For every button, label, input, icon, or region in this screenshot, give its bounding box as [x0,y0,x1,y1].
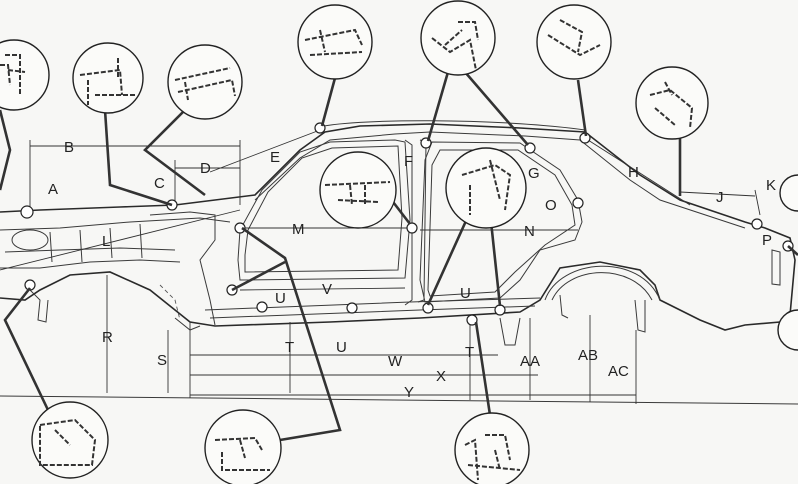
detail-bubble-right-top [779,174,798,212]
detail-bubble-f-g [420,0,496,76]
detail-bubble-m [319,151,397,229]
point-a [20,205,34,219]
label-u2: U [336,339,347,356]
label-t2: T [465,344,474,361]
detail-bubble-right-bottom [777,309,798,351]
label-s: S [157,352,167,369]
label-u1: U [275,290,286,307]
dimension-lines [0,129,761,404]
label-r: R [102,329,113,346]
leader-lines [0,71,798,442]
label-c: C [154,175,165,192]
car-body [0,120,796,346]
dimension-labels: A B C D E F G H J K L M N O P R S T T U … [48,139,776,401]
label-ab: AB [578,347,598,364]
label-f: F [404,153,413,170]
label-u3: U [460,285,471,302]
label-w: W [388,353,403,370]
detail-bubble-e [297,4,373,80]
point-u2 [346,302,358,314]
label-aa: AA [520,353,540,370]
detail-bubble-b [72,42,144,114]
label-l: L [102,233,110,250]
detail-bubble-j [635,66,709,140]
label-m: M [292,221,305,238]
detail-bubble-t [454,412,530,484]
detail-bubble-v [204,409,282,484]
point-g [524,142,536,154]
label-k: K [766,177,776,194]
label-j: J [716,189,724,206]
point-m-end [406,222,418,234]
label-x: X [436,368,446,385]
point-t [466,314,478,326]
point-u1 [256,301,268,313]
label-v: V [322,281,332,298]
label-g: G [528,165,540,182]
label-h: H [628,164,639,181]
label-n: N [524,223,535,240]
point-m-start [234,222,246,234]
ground-line [0,395,798,405]
point-u4 [494,304,506,316]
label-d: D [200,160,211,177]
point-k [751,218,763,230]
label-t1: T [285,339,294,356]
label-p: P [762,232,772,249]
measurement-points [20,122,794,326]
label-b: B [64,139,74,156]
label-e: E [270,149,280,166]
detail-bubble-bottom-left [31,401,109,479]
detail-bubble-u [445,147,527,229]
label-a: A [48,181,58,198]
detail-bubble-h [536,4,612,80]
detail-bubble-c [167,44,243,120]
point-o [572,197,584,209]
detail-bubble-top-left [0,39,50,111]
label-y: Y [404,384,414,401]
label-o: O [545,197,557,214]
label-ac: AC [608,363,629,380]
